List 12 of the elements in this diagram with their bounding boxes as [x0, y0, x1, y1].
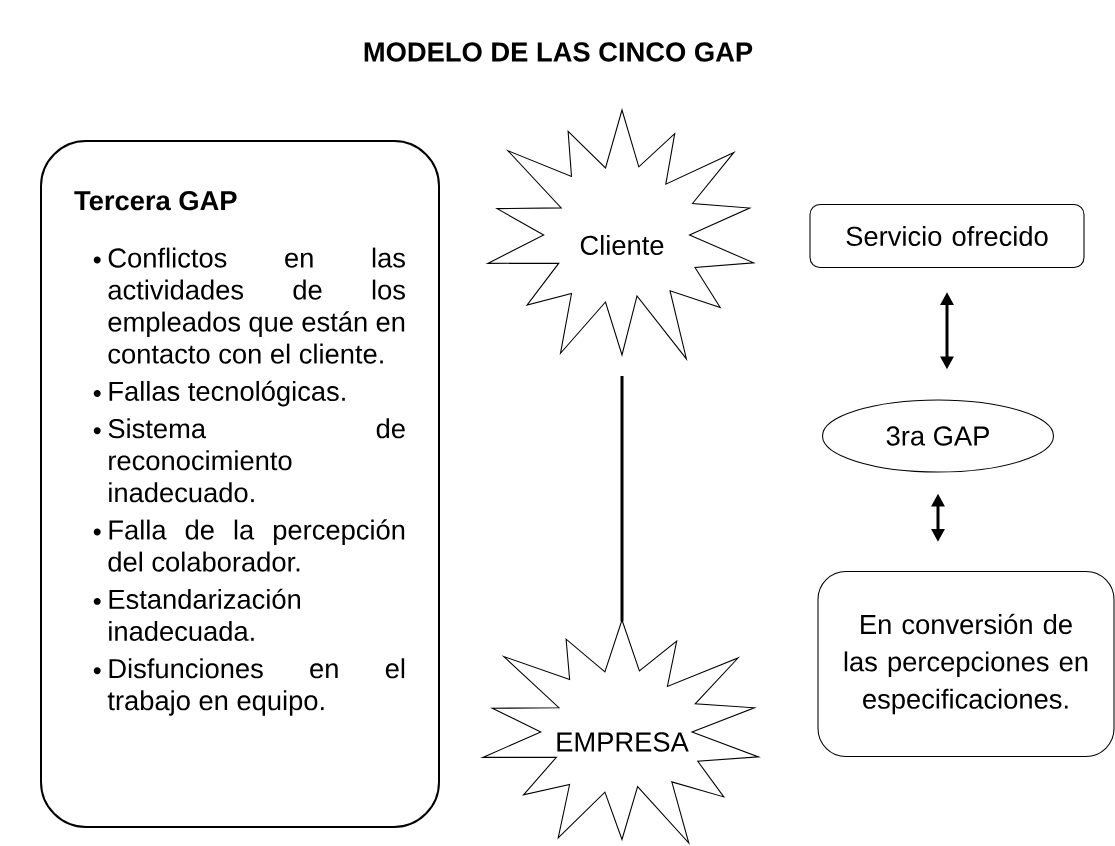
bullet-item: Disfunciones en el trabajo en equipo. [93, 658, 405, 716]
heading: Tercera GAP [74, 191, 237, 211]
bullet-item: Falla de la percepción del colaborador. [93, 519, 405, 572]
bullet-item: Fallas tecnológicas. [93, 380, 345, 407]
rounded-box: En conversión de las percepciones en especificaciones. [817, 570, 1115, 758]
title: MODELO DE LAS CINCO GAP [364, 42, 753, 62]
connector-line [620, 376, 624, 622]
bullet-item: Estandarización inadecuada. [93, 588, 300, 641]
bullet-item: Sistema de reconocimiento inadecuado. [93, 418, 405, 503]
rounded-panel [40, 140, 440, 828]
bullet-item: Conflictos en las actividades de los empleados que están en contacto con el cliente. [93, 247, 405, 364]
rounded-box: Servicio ofrecido [809, 203, 1085, 269]
